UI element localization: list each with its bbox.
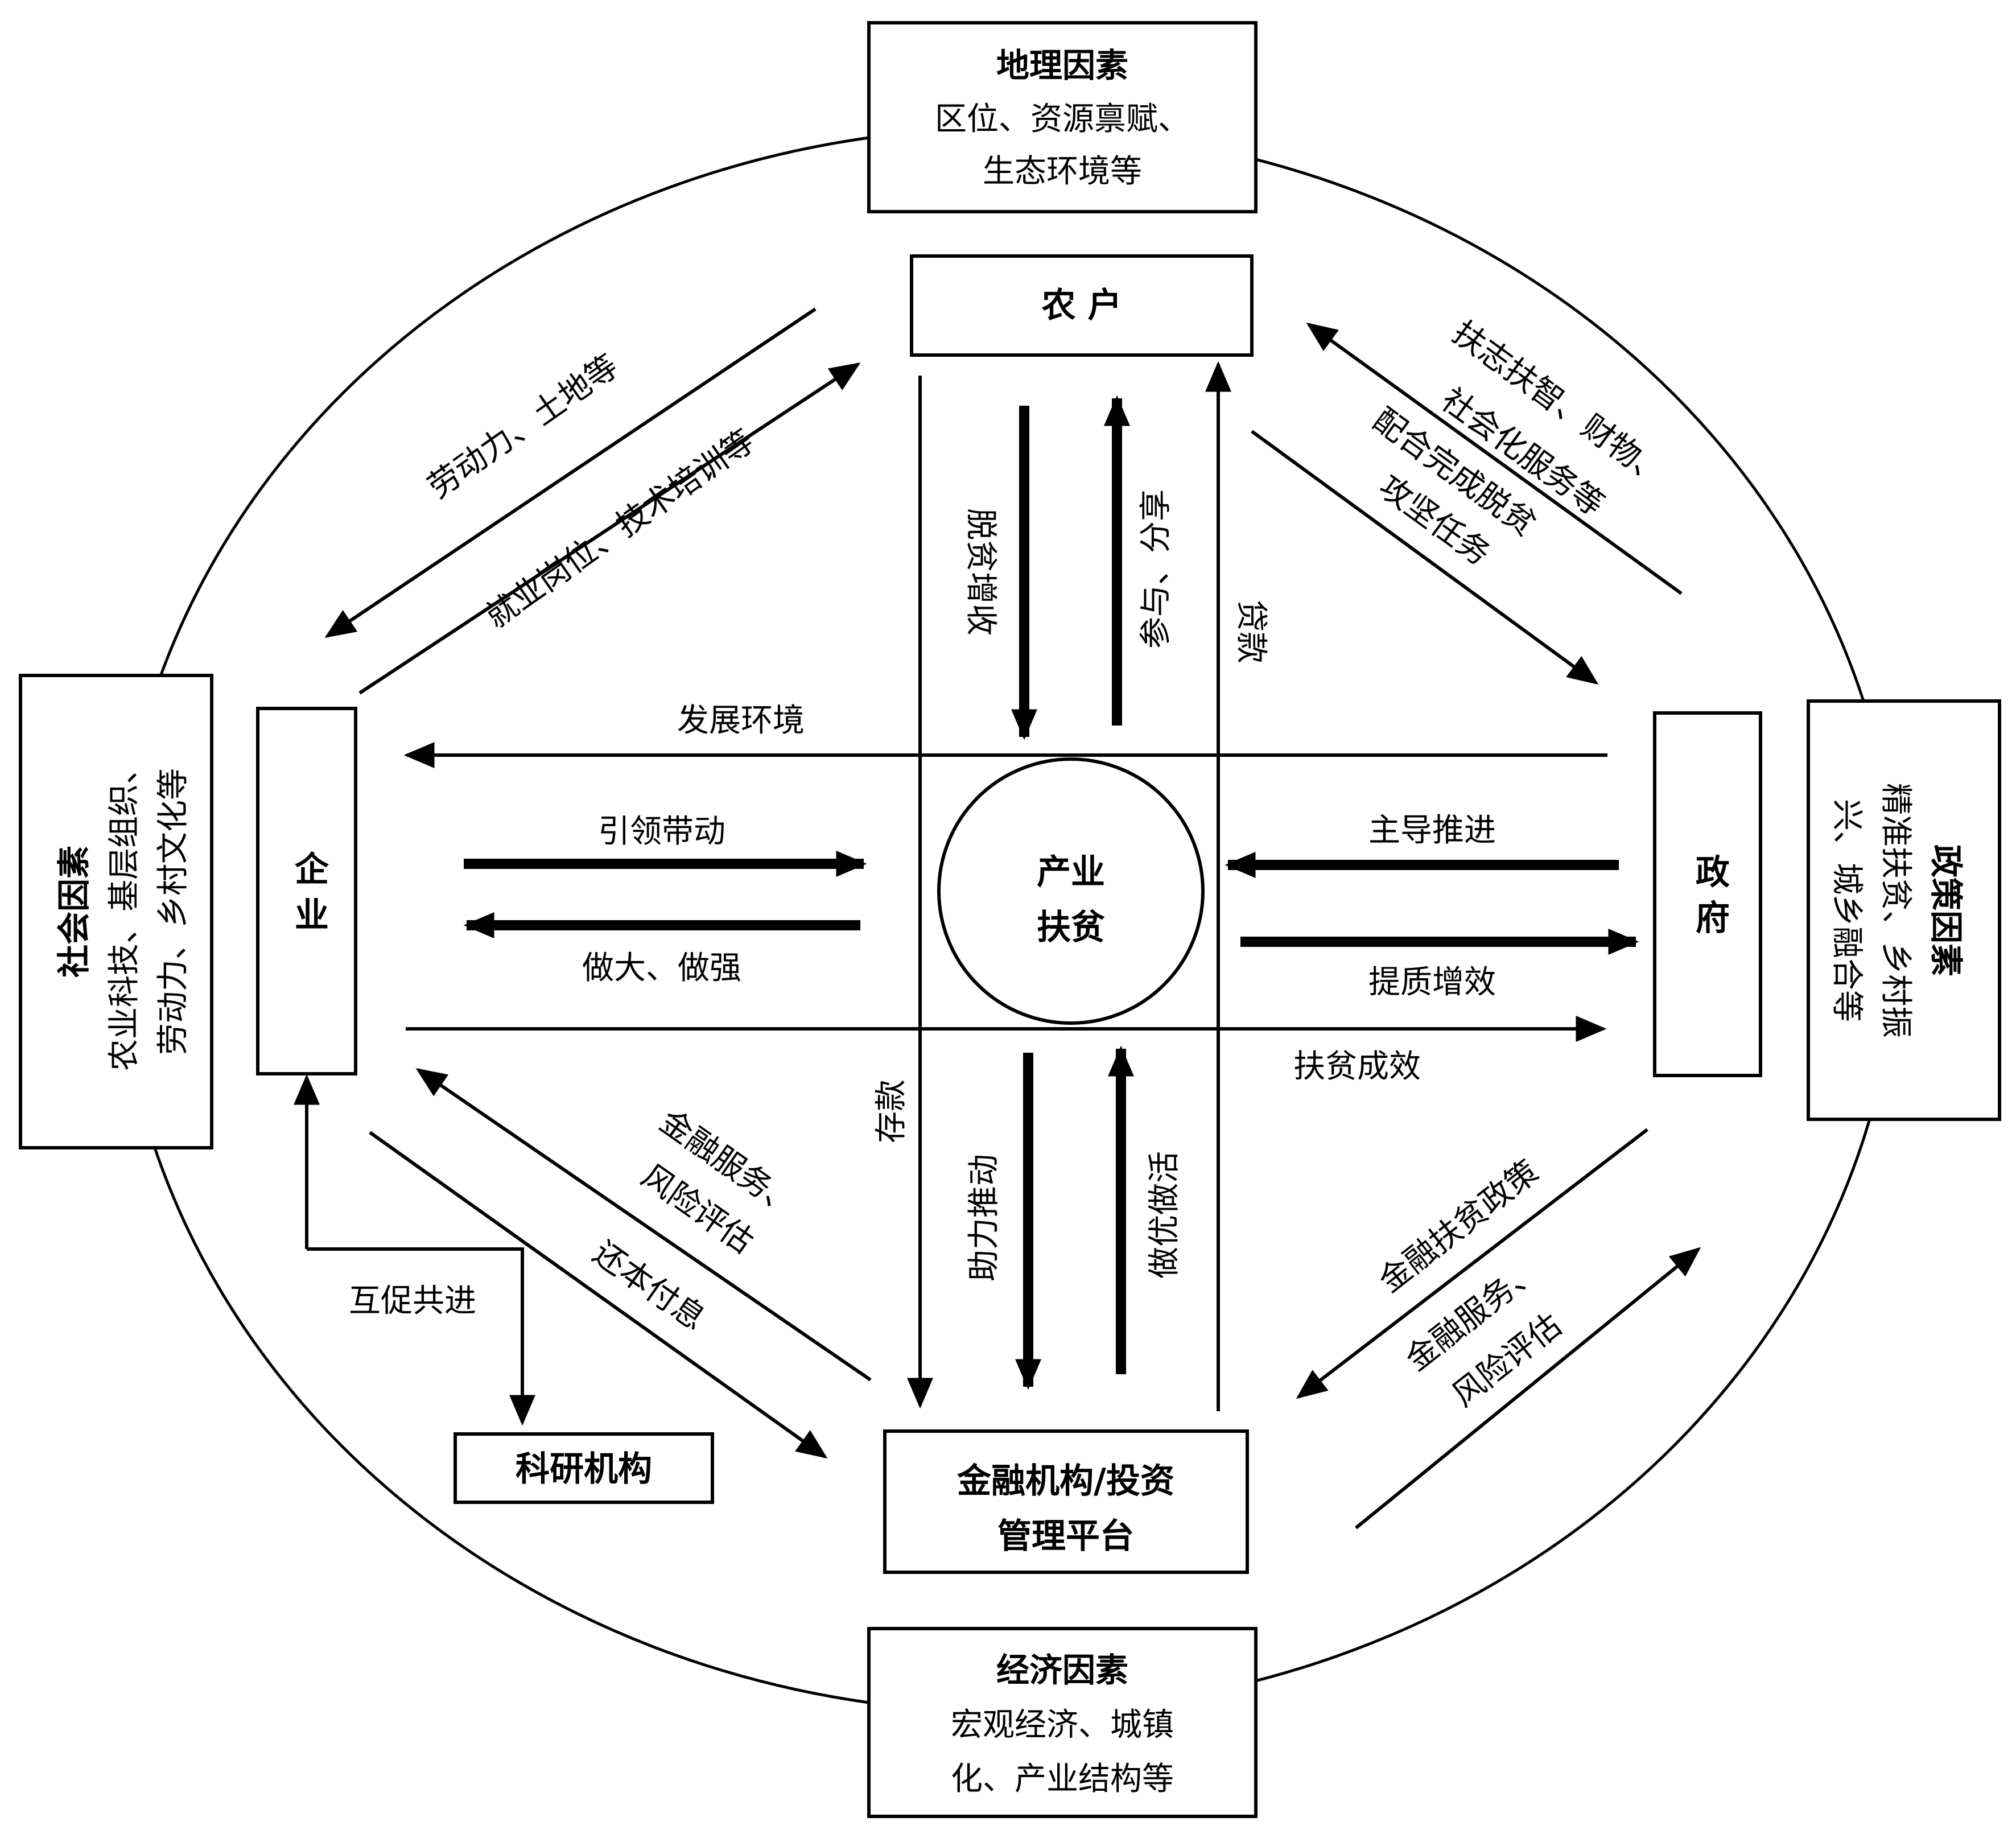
boost-label: 助力推动 bbox=[966, 1154, 1003, 1281]
repay-label: 还本付息 bbox=[586, 1234, 712, 1338]
finance-institution-line2: 管理平台 bbox=[997, 1516, 1134, 1556]
social-factor-line2: 劳动力、乡村文化等 bbox=[155, 768, 192, 1055]
social-factor-line1: 农业科技、基层组织、 bbox=[106, 752, 143, 1071]
economic-factor-line2: 化、产业结构等 bbox=[951, 1761, 1174, 1798]
economic-factor-title: 经济因素 bbox=[996, 1651, 1128, 1689]
economic-factor-box: 经济因素 宏观经济、城镇 化、产业结构等 bbox=[867, 1627, 1258, 1818]
jobs-training-arrow bbox=[358, 362, 861, 695]
farmers-box: 农 户 bbox=[910, 254, 1254, 357]
geographic-factor-line1: 区位、资源禀赋、 bbox=[935, 101, 1190, 138]
gov-fin-service-arrow bbox=[1355, 1247, 1701, 1530]
optimize-label: 做优做活 bbox=[1146, 1151, 1183, 1279]
dominate-label: 主导推进 bbox=[1368, 812, 1496, 849]
social-factor-title: 社会因素 bbox=[55, 846, 93, 978]
government-label: 政 府 bbox=[1689, 854, 1729, 934]
geographic-factor-line2: 生态环境等 bbox=[983, 153, 1142, 190]
center-line1: 产业 bbox=[1037, 852, 1105, 892]
economic-factor-line1: 宏观经济、城镇 bbox=[951, 1707, 1174, 1744]
geographic-factor-box: 地理因素 区位、资源禀赋、 生态环境等 bbox=[867, 21, 1258, 213]
results-label: 扶贫成效 bbox=[1293, 1048, 1421, 1085]
fin-policy-arrow bbox=[1296, 1128, 1648, 1399]
deposit-label: 存款 bbox=[873, 1079, 910, 1143]
loan-label: 贷款 bbox=[1232, 600, 1269, 664]
research-institution-label: 科研机构 bbox=[516, 1449, 652, 1489]
mutual-connector bbox=[307, 1247, 535, 1426]
labor-land-arrow bbox=[324, 307, 817, 638]
policy-factor-title: 政策因素 bbox=[1927, 844, 1965, 976]
aid-arrow bbox=[1306, 322, 1683, 595]
policy-factor-line2: 兴、城乡融合等 bbox=[1828, 799, 1865, 1022]
environment-label: 发展环境 bbox=[677, 702, 805, 739]
policy-factor-line1: 精准扶贫、乡村振 bbox=[1877, 783, 1914, 1038]
center-line2: 扶贫 bbox=[1037, 908, 1105, 947]
government-box: 政 府 bbox=[1653, 711, 1762, 1077]
social-factor-box: 社会因素 农业科技、基层组织、 劳动力、乡村文化等 bbox=[19, 674, 213, 1149]
geographic-factor-title: 地理因素 bbox=[996, 46, 1128, 85]
grow-label: 做大、做强 bbox=[582, 950, 741, 987]
enterprise-label: 企 业 bbox=[288, 851, 328, 931]
research-institution-box: 科研机构 bbox=[454, 1432, 714, 1504]
quality-label: 提质增效 bbox=[1368, 964, 1496, 1001]
mutual-label: 互促共进 bbox=[349, 1283, 476, 1320]
farmers-label: 农 户 bbox=[1042, 286, 1122, 325]
industry-poverty-center: 产业 扶贫 bbox=[937, 757, 1205, 1025]
finance-institution-box: 金融机构/投资 管理平台 bbox=[883, 1429, 1249, 1574]
repay-arrow bbox=[369, 1131, 828, 1459]
jobs-training-label: 就业岗位、技术培训等 bbox=[479, 423, 761, 636]
finance-institution-line1: 金融机构/投资 bbox=[957, 1461, 1174, 1501]
labor-land-label: 劳动力、土地等 bbox=[421, 348, 625, 506]
coop-arrow bbox=[1251, 430, 1599, 685]
fin-service-arrow bbox=[415, 1068, 872, 1382]
policy-factor-box: 政策因素 精准扶贫、乡村振 兴、城乡融合等 bbox=[1807, 699, 2001, 1121]
participate-label: 参与、分享 bbox=[1137, 489, 1174, 649]
income-label: 脱贫增收 bbox=[962, 508, 999, 636]
lead-label: 引领带动 bbox=[598, 813, 725, 850]
enterprise-box: 企 业 bbox=[256, 707, 357, 1075]
